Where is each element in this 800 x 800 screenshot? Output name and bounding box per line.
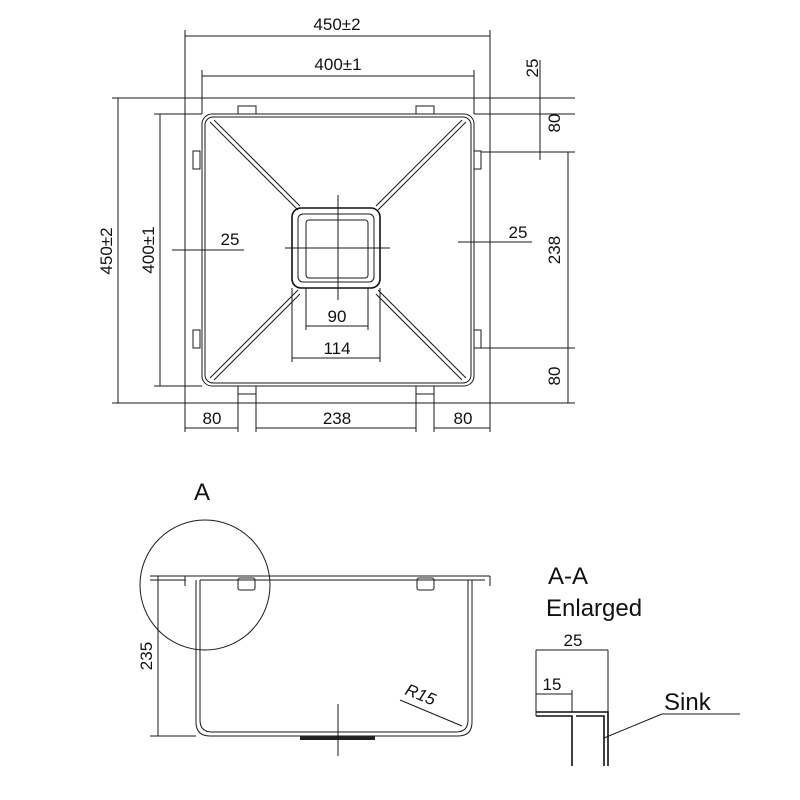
flange-profile	[536, 711, 609, 766]
right-top-offset-label: 80	[545, 114, 564, 133]
right-clip-span-label: 238	[545, 236, 564, 264]
radius-leader	[399, 699, 463, 727]
inner-height-label: 400±1	[139, 226, 158, 273]
outer-height-label: 450±2	[97, 227, 116, 274]
right-dimensions	[474, 60, 575, 404]
top-dimensions	[184, 30, 491, 114]
outer-width-label: 450±2	[313, 15, 360, 34]
bottom-left-offset-label: 80	[203, 409, 222, 428]
drain-outer-label: 114	[323, 339, 350, 358]
sink-label: Sink	[664, 689, 712, 716]
bowl-profile-inner	[199, 580, 469, 733]
drain-inner	[305, 219, 369, 279]
bottom-right-offset-label: 80	[454, 409, 473, 428]
left-center-label: 25	[221, 230, 240, 249]
depth-label: 235	[137, 642, 156, 670]
mounting-clips	[192, 105, 482, 395]
detail-circle-a	[139, 519, 271, 651]
flange-width-label: 25	[564, 631, 583, 650]
right-bottom-offset-label: 80	[545, 367, 564, 386]
side-clip-left	[237, 577, 256, 591]
side-view: A 235 R15	[137, 479, 491, 756]
bottom-dimensions	[184, 394, 491, 432]
detail-enlarged: A-A Enlarged 25 15 Sink	[535, 563, 740, 766]
flange-top-label: 25	[523, 59, 542, 78]
right-center-label: 25	[509, 223, 528, 242]
top-view: 450±2 400±1 450±2 400±1 25 25	[97, 15, 575, 432]
radius-label: R15	[403, 680, 440, 710]
slope-lines	[209, 119, 467, 381]
drain-inner-label: 90	[328, 307, 347, 326]
inner-width-label: 400±1	[314, 55, 361, 74]
sink-leader-line	[603, 713, 663, 739]
detail-title-line2: Enlarged	[546, 595, 642, 622]
left-dimensions	[112, 97, 202, 404]
bottom-clip-span-label: 238	[323, 409, 351, 428]
drain-dimensions	[291, 288, 381, 362]
detail-title-line1: A-A	[548, 563, 588, 590]
detail-marker-label: A	[194, 479, 210, 506]
side-clip-right	[416, 577, 435, 591]
lip-width-label: 15	[543, 675, 562, 694]
